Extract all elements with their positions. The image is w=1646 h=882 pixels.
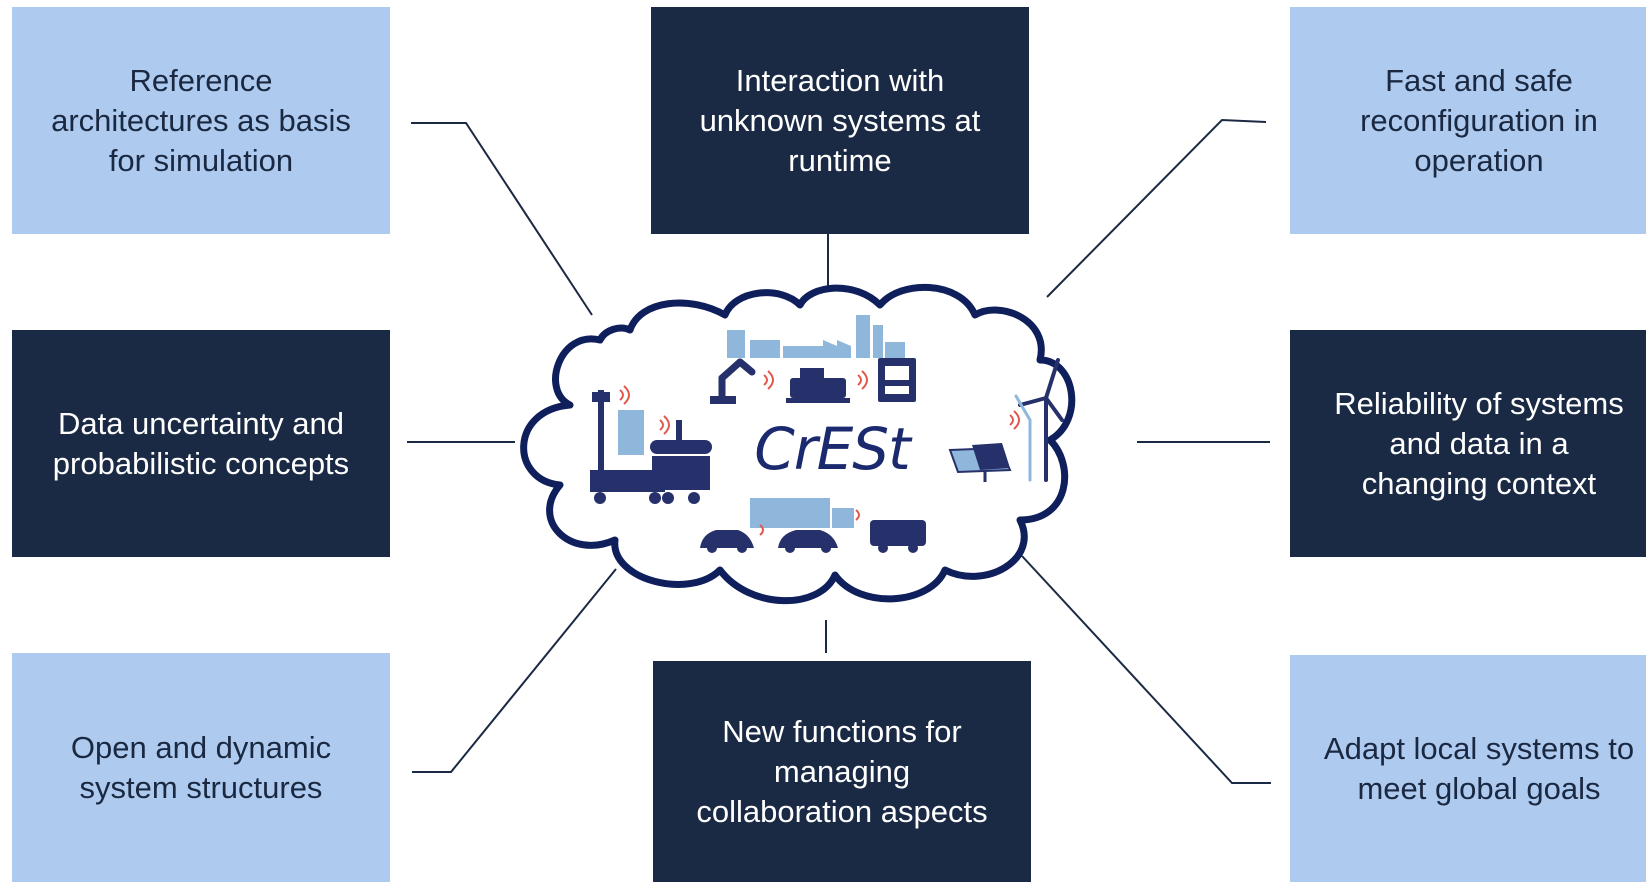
box-fast-safe-reconfiguration-text: Fast and safe reconfiguration in operati… xyxy=(1360,62,1598,178)
box-interaction-unknown-systems-text: Interaction with unknown systems at runt… xyxy=(699,62,981,178)
box-data-uncertainty: Data uncertainty and probabilistic conce… xyxy=(12,330,390,557)
car-icon xyxy=(700,530,838,553)
connector-top-right xyxy=(1046,118,1267,298)
crest-title: CrESt xyxy=(754,415,911,483)
box-open-dynamic-structures-text: Open and dynamic system structures xyxy=(70,729,332,805)
factory-icon xyxy=(727,315,905,358)
van-icon xyxy=(870,520,926,553)
box-adapt-local-systems: Adapt local systems to meet global goals xyxy=(1290,655,1646,882)
solar-panel-icon xyxy=(948,443,1012,482)
crest-cloud xyxy=(520,283,1076,605)
robot-arm-base xyxy=(710,396,736,404)
box-reliability: Reliability of systems and data in a cha… xyxy=(1290,330,1646,557)
box-reference-architectures: Reference architectures as basis for sim… xyxy=(12,7,390,234)
wind-turbine-icon xyxy=(1014,358,1064,482)
box-reliability-text: Reliability of systems and data in a cha… xyxy=(1334,385,1624,501)
box-fast-safe-reconfiguration: Fast and safe reconfiguration in operati… xyxy=(1290,7,1646,234)
box-new-functions-collaboration: New functions for managing collaboration… xyxy=(653,661,1031,882)
box-adapt-local-systems-text: Adapt local systems to meet global goals xyxy=(1323,730,1635,806)
box-data-uncertainty-text: Data uncertainty and probabilistic conce… xyxy=(52,405,350,481)
mobile-robot-icon xyxy=(590,390,665,504)
connector-top-left xyxy=(411,122,593,316)
box-reference-architectures-text: Reference architectures as basis for sim… xyxy=(51,62,351,178)
connector-bottom-left xyxy=(412,568,617,773)
robot-arm-icon xyxy=(718,358,756,402)
connector-bottom-right xyxy=(1021,555,1271,784)
machine-icon xyxy=(786,368,850,403)
printer-icon xyxy=(878,358,916,402)
box-new-functions-collaboration-text: New functions for managing collaboration… xyxy=(696,713,988,829)
box-open-dynamic-structures: Open and dynamic system structures xyxy=(12,653,390,882)
conveyor-robot-icon xyxy=(650,420,712,504)
cloud-shape xyxy=(520,283,1076,605)
box-interaction-unknown-systems: Interaction with unknown systems at runt… xyxy=(651,7,1029,234)
truck-icon xyxy=(750,498,854,528)
connector-lines xyxy=(407,118,1271,784)
signal-icon xyxy=(619,370,1020,536)
